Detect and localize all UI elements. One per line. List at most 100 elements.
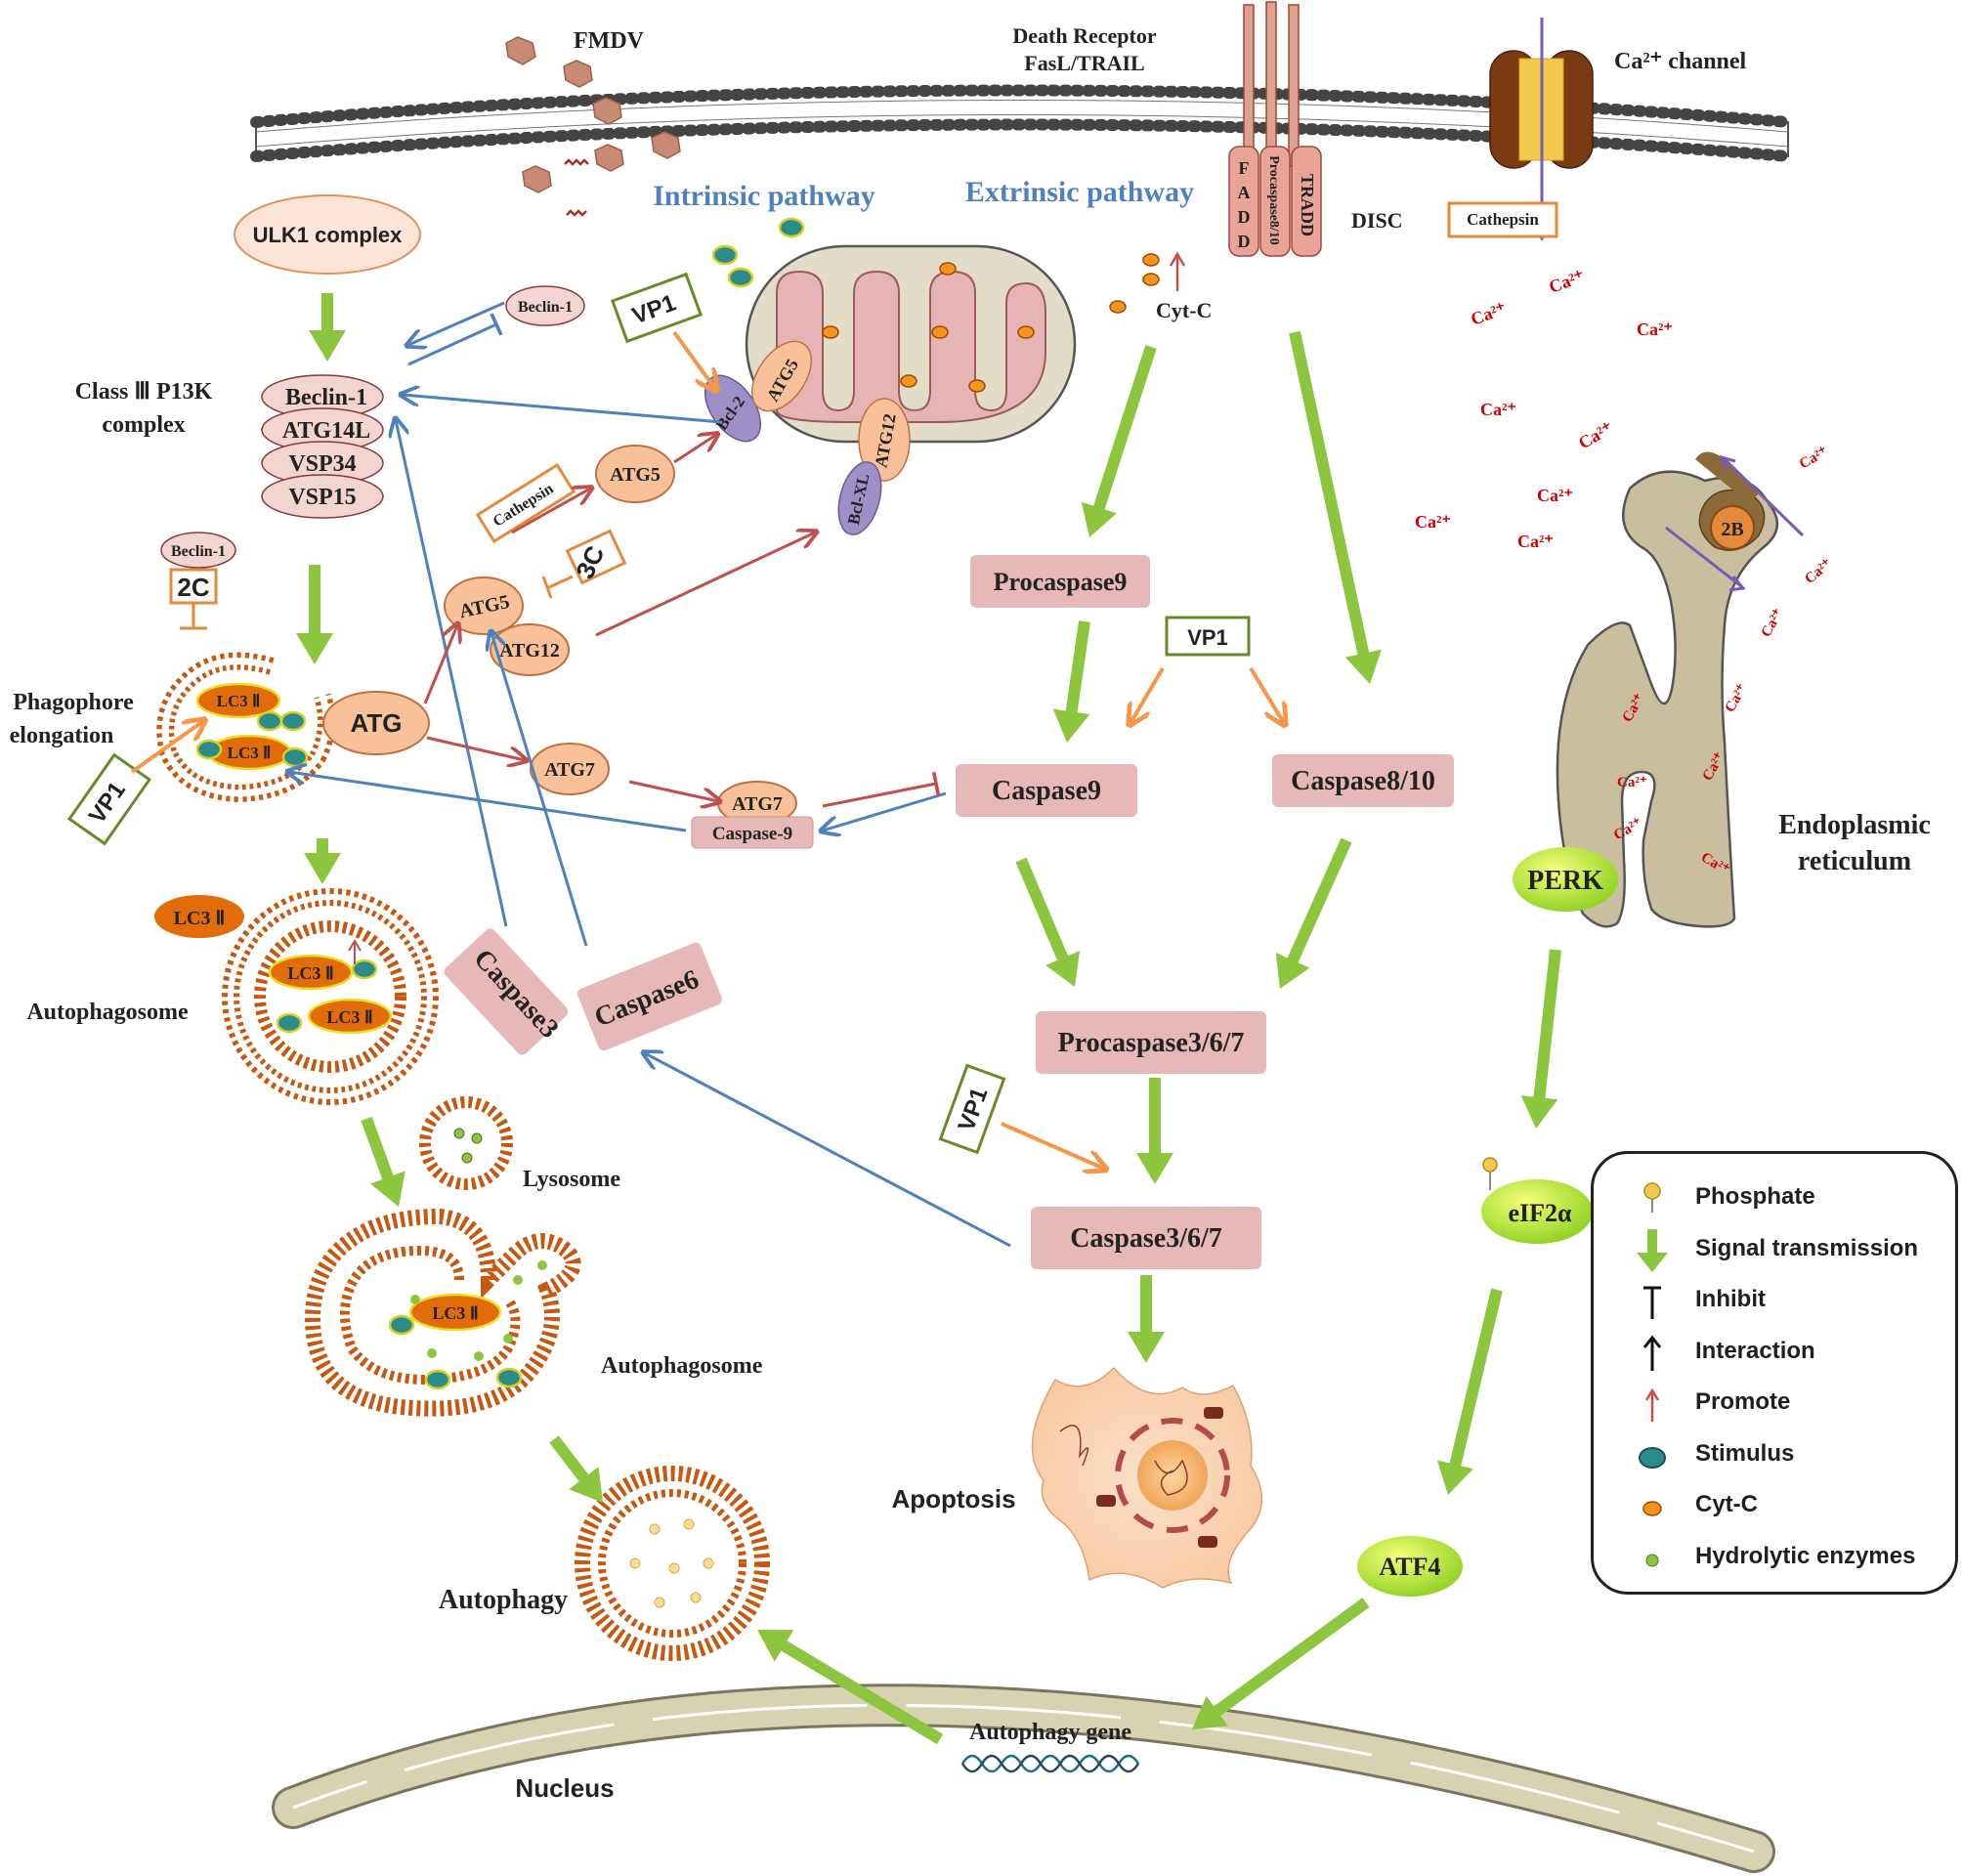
complex-beclin1: Beclin-1 [285, 385, 367, 410]
atg12-mito-node [858, 398, 911, 482]
legend-item-green-dot: Hydrolytic enzymes [1594, 1531, 1961, 1580]
lysosome-label: Lysosome [523, 1167, 620, 1192]
legend-item-green-arrow: Signal transmission [1594, 1223, 1961, 1272]
caspase810-node [1272, 754, 1454, 807]
legend-item-orange-dot: Cyt-C [1594, 1479, 1961, 1528]
atg7-node-a [530, 743, 610, 795]
cyt-c-in-mitochondrion [822, 262, 1035, 393]
atg5-node-b [595, 445, 675, 503]
legend-label: Hydrolytic enzymes [1695, 1542, 1916, 1569]
inhibit-icon [1631, 1280, 1674, 1323]
ca-ion-6: Ca²⁺ [1537, 486, 1573, 505]
ca-ion-1: Ca²⁺ [1469, 298, 1510, 328]
complex-vsp15: VSP15 [288, 485, 356, 510]
class3-complex [261, 374, 384, 519]
vp1-box-mid [1165, 616, 1251, 657]
arrow-procaspase367-to-caspase367 [1136, 1078, 1173, 1184]
arrow-procaspase9-to-caspase9 [1052, 620, 1090, 743]
fadd-letter-a: A [1238, 183, 1251, 202]
stimulus-dots-top [711, 217, 805, 288]
arrow-perk-to-eif2a [1520, 949, 1561, 1129]
arrow-autophagosome-to-fusion [361, 1116, 405, 1207]
er-ca-6: Ca²⁺ [1617, 775, 1647, 790]
mitochondrion [745, 244, 1077, 444]
perk-node [1513, 847, 1618, 912]
er-ca-5: Ca²⁺ [1723, 681, 1751, 715]
ulk1-complex-label: ULK1 complex [253, 223, 404, 247]
extrinsic-pathway-title: Extrinsic pathway [965, 176, 1194, 208]
vp1-box-low [938, 1063, 1006, 1155]
procaspase810-label: Procaspase8/10 [1266, 155, 1281, 245]
autophagy-label: Autophagy [439, 1585, 568, 1615]
fadd-letter-d2: D [1238, 232, 1251, 251]
ca-ion-8: Ca²⁺ [1415, 512, 1451, 532]
2b-label: 2B [1721, 519, 1743, 540]
autophagosome1-label: Autophagosome [26, 1000, 189, 1025]
class3-label-line1: Class Ⅲ P13K [75, 379, 213, 405]
promote-arrows [423, 435, 941, 806]
legend-item-black-arrow: Interaction [1594, 1326, 1961, 1375]
caspase9-node [956, 764, 1137, 817]
phago-stimulus-dots [195, 710, 309, 768]
fmdv-virions [505, 36, 681, 217]
legend-label: Inhibit [1695, 1286, 1766, 1312]
fadd-letter-f: F [1239, 158, 1250, 178]
death-receptor-label: Death Receptor [1012, 23, 1156, 48]
arrow-caspase810-to-procaspase367 [1275, 837, 1352, 989]
beclin1-free-label: Beclin-1 [518, 299, 573, 316]
death-receptor [1228, 1, 1322, 257]
legend-label: Cyt-C [1695, 1491, 1758, 1517]
autophagy-vesicle-content [629, 1518, 714, 1608]
legend-label: Interaction [1695, 1337, 1815, 1364]
tag-2c-box [169, 568, 218, 605]
er-ca-1: Ca²⁺ [1797, 444, 1831, 472]
vp1-label-mid: VP1 [1187, 625, 1228, 650]
atg7-label-a: ATG7 [544, 759, 595, 781]
lc3-free-node [154, 895, 244, 938]
atg-label: ATG [351, 708, 403, 738]
arrow-caspase367-to-apoptosis [1128, 1275, 1165, 1363]
legend-item-red-arrow: Promote [1594, 1377, 1961, 1426]
nuclear-envelope [272, 1684, 1775, 1873]
black-arrow-icon [1631, 1332, 1674, 1375]
teal-dot-icon [1631, 1434, 1674, 1477]
tag-2c-label: 2C [177, 573, 209, 602]
er-label-line2: reticulum [1798, 846, 1911, 876]
dna-helix-icon [960, 1754, 1140, 1773]
cathepsin-label-top: Cathepsin [1467, 210, 1539, 229]
ca-ion-2: Ca²⁺ [1547, 266, 1588, 296]
lysosome [419, 1096, 513, 1190]
arrow-eif2a-to-atf4 [1436, 1288, 1503, 1495]
legend-label: Phosphate [1695, 1183, 1815, 1210]
phagophore-label-line1: Phagophore [13, 690, 134, 715]
ca-ion-9: Ca²⁺ [1517, 532, 1554, 551]
auto1-lc3-b [307, 998, 393, 1035]
auto1-lc3-a-label: LC3 Ⅱ [287, 963, 333, 983]
fasl-trail-label: FasL/TRAIL [1024, 51, 1144, 75]
ulk1-complex-node [234, 194, 421, 275]
caspase367-node [1031, 1207, 1261, 1269]
caspase9-label: Caspase9 [992, 776, 1101, 806]
orange-dot-icon [1631, 1485, 1674, 1528]
intrinsic-pathway-title: Intrinsic pathway [653, 180, 875, 212]
complex-atg14l: ATG14L [282, 418, 370, 444]
arrow-fusion-to-autophagy [549, 1435, 603, 1503]
atf4-node [1357, 1536, 1463, 1597]
ca-channel [1489, 18, 1594, 241]
procaspase367-node [1036, 1011, 1266, 1074]
ca-channel-label: Ca²⁺ channel [1614, 49, 1747, 74]
er-ca-2: Ca²⁺ [1802, 556, 1835, 587]
caspase367-label: Caspase3/6/7 [1070, 1223, 1222, 1254]
legend-label: Stimulus [1695, 1439, 1795, 1467]
fmdv-label: FMDV [574, 28, 645, 54]
autophagy-gene-label: Autophagy gene [969, 1720, 1131, 1745]
procaspase367-label: Procaspase3/6/7 [1058, 1028, 1245, 1058]
auto2-lc3 [408, 1293, 502, 1332]
arrow-gene-to-autophagy [757, 1630, 944, 1745]
disc-label: DISC [1351, 208, 1403, 233]
red-arrow-icon [1631, 1383, 1674, 1426]
perk-label: PERK [1527, 866, 1603, 896]
tag-3c-box [565, 529, 627, 585]
legend-label: Signal transmission [1695, 1234, 1919, 1261]
